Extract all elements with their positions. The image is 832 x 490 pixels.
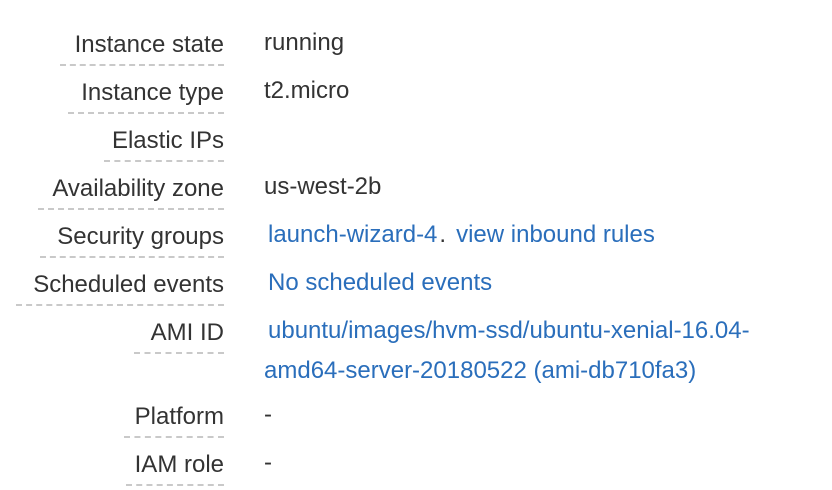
value-scheduled-events: No scheduled events [268, 268, 492, 298]
label-underline [126, 484, 224, 486]
label-scheduled-events: Scheduled events [33, 271, 224, 298]
security-group-link[interactable]: launch-wizard-4 [268, 221, 438, 248]
label-availability-zone: Availability zone [52, 175, 224, 202]
label-security-groups: Security groups [57, 223, 224, 250]
label-elastic-ips: Elastic IPs [111, 127, 224, 154]
separator: . [439, 221, 447, 248]
value-availability-zone: us-west-2b [264, 173, 382, 200]
ami-id-link-continued[interactable]: amd64-server-20180522 (ami-db710fa3) [264, 357, 697, 384]
view-inbound-rules-link[interactable]: view inbound rules [456, 221, 655, 248]
value-ami-id-line1: ubuntu/images/hvm-ssd/ubuntu-xenial-16.0… [268, 316, 750, 346]
label-underline [104, 160, 224, 162]
label-ami-id: AMI ID [150, 319, 224, 346]
value-platform: - [264, 401, 272, 428]
label-instance-state: Instance state [74, 31, 224, 58]
ami-id-link[interactable]: ubuntu/images/hvm-ssd/ubuntu-xenial-16.0… [268, 317, 750, 344]
label-platform: Platform [134, 403, 224, 430]
label-underline [134, 352, 224, 354]
label-iam-role: IAM role [134, 451, 224, 478]
value-security-groups: launch-wizard-4. view inbound rules [268, 220, 655, 250]
value-instance-state: running [264, 29, 345, 56]
value-instance-type: t2.micro [264, 77, 350, 104]
value-ami-id-line2: amd64-server-20180522 (ami-db710fa3) [264, 356, 696, 386]
label-underline [68, 112, 224, 114]
label-underline [16, 304, 224, 306]
label-instance-type: Instance type [81, 79, 224, 106]
value-iam-role: - [264, 449, 272, 476]
scheduled-events-link[interactable]: No scheduled events [268, 269, 493, 296]
label-underline [38, 208, 224, 210]
label-underline [40, 256, 224, 258]
label-underline [124, 436, 224, 438]
label-underline [60, 64, 224, 66]
